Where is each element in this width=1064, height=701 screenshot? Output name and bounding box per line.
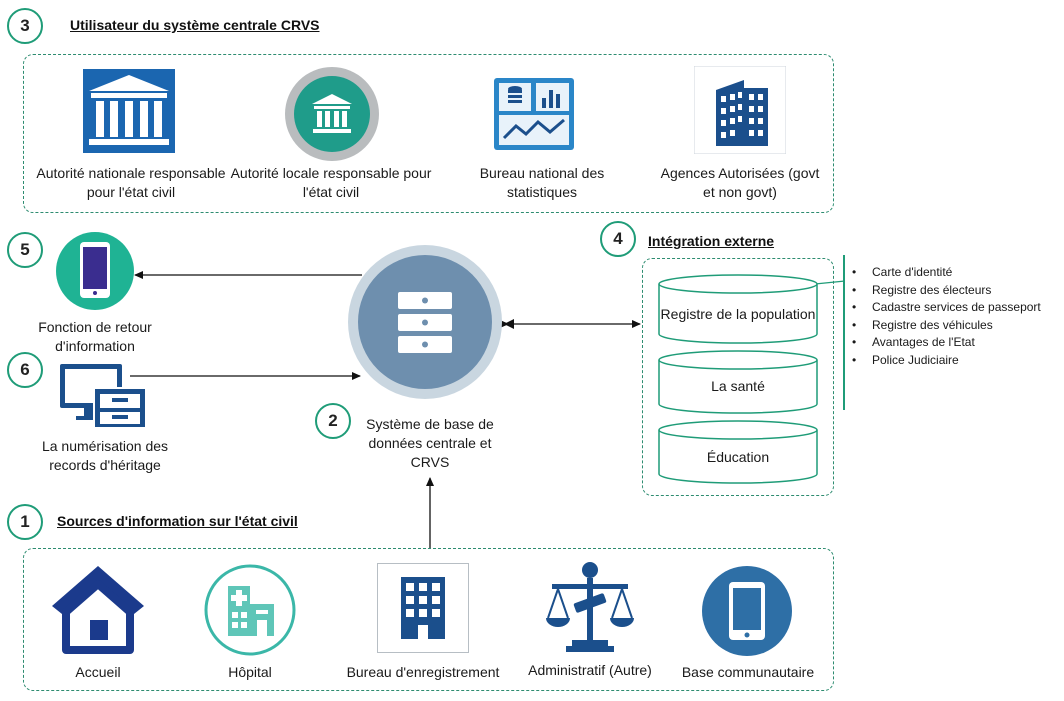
local-authority-icon <box>284 66 380 162</box>
step-number-4: 4 <box>600 221 636 257</box>
registry-health-label: La santé <box>711 378 765 394</box>
source-label-community: Base communautaire <box>681 664 815 680</box>
users-group-box <box>23 54 834 213</box>
bullet-item: Registre des électeurs <box>850 282 1041 300</box>
central-system-label: Système de base de données centrale et C… <box>366 416 494 470</box>
registry-education-label: Éducation <box>706 449 770 465</box>
user-label-agencies: Agences Autorisées (govt et non govt) <box>660 165 820 200</box>
statistics-dashboard-icon <box>494 78 574 150</box>
mobile-phone-icon <box>56 232 134 310</box>
registry-building-icon <box>377 563 469 653</box>
bullet-item: Cadastre services de passeport <box>850 299 1041 317</box>
user-label-local-authority: Autorité locale responsable pour l'état … <box>230 165 432 200</box>
registry-health-cylinder: La santé <box>658 350 818 414</box>
home-icon <box>50 562 146 654</box>
registry-population-cylinder: Registre de la population <box>658 274 818 344</box>
bullet-item: Avantages de l'Etat <box>850 334 1041 352</box>
bullet-item: Registre des véhicules <box>850 317 1041 335</box>
external-integration-box <box>642 258 834 496</box>
external-registries-list: Carte d'identité Registre des électeurs … <box>850 264 1041 369</box>
bullet-item: Police Judiciaire <box>850 352 1041 370</box>
user-label-national-authority: Autorité nationale responsable pour l'ét… <box>36 165 226 200</box>
tablet-icon <box>702 566 792 656</box>
step-number-2: 2 <box>315 403 351 439</box>
step-number-5: 5 <box>7 232 43 268</box>
bullet-item: Carte d'identité <box>850 264 1041 282</box>
computer-archive-icon <box>58 362 150 430</box>
step-number-1: 1 <box>7 504 43 540</box>
source-label-home: Accueil <box>75 664 121 680</box>
registry-education-cylinder: Éducation <box>658 420 818 484</box>
user-label-statistics-bureau: Bureau national des statistiques <box>479 165 605 200</box>
hospital-icon <box>204 564 296 656</box>
section-4-title: Intégration externe <box>648 233 775 249</box>
database-server-icon <box>347 244 503 400</box>
source-label-hospital: Hôpital <box>228 664 272 680</box>
sources-group-box <box>23 548 834 691</box>
government-building-icon <box>83 69 175 153</box>
feedback-label: Fonction de retour d'information <box>38 319 152 354</box>
source-label-registry-office: Bureau d'enregistrement <box>346 664 500 680</box>
section-1-title: Sources d'information sur l'état civil <box>57 513 298 529</box>
section-3-title: Utilisateur du système centrale CRVS <box>70 17 320 33</box>
step-number-3: 3 <box>7 8 43 44</box>
registry-population-label: Registre de la population <box>660 306 816 322</box>
step-number-6: 6 <box>7 352 43 388</box>
source-label-administrative: Administratif (Autre) <box>528 662 652 678</box>
office-buildings-icon <box>693 65 787 155</box>
digitization-label: La numérisation des records d'héritage <box>41 438 169 473</box>
justice-scales-icon <box>544 560 636 656</box>
